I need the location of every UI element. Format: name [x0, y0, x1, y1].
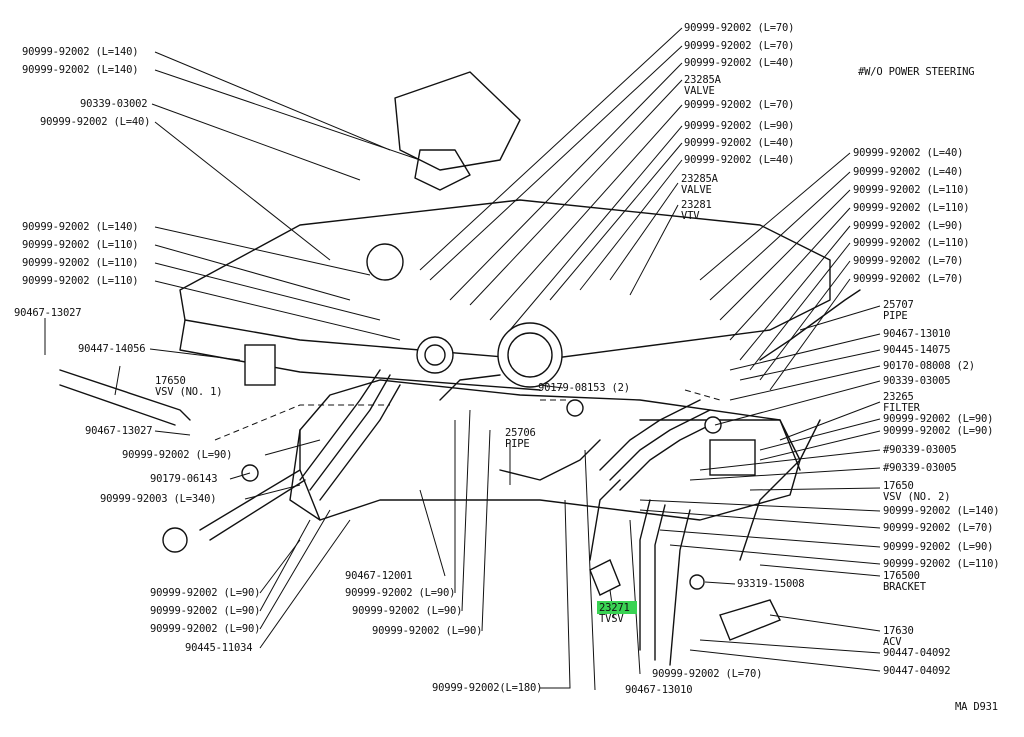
callout-label: 90999-92002 (L=110) — [853, 202, 969, 214]
callout-label: 90999-92002 (L=70) — [853, 255, 963, 267]
callout-label: 90445-11034 — [185, 642, 252, 654]
callout-label: 90999-92002 (L=90) — [345, 587, 455, 599]
callout-label: ACV — [883, 636, 902, 648]
callout-label: 25707 — [883, 299, 914, 311]
callout-label: VSV (NO. 2) — [883, 491, 950, 503]
callout-label: 17650 — [883, 480, 914, 492]
callout-label: 90999-92002 (L=70) — [652, 668, 762, 680]
callout-label: 23285A — [684, 74, 722, 86]
callout-label: 90179-08153 (2) — [538, 382, 630, 394]
callout-label: VTV — [681, 210, 700, 222]
callout-label: 90999-92002 (L=70) — [684, 40, 794, 52]
callout-label: BRACKET — [883, 581, 927, 593]
callout-label: 90170-08008 (2) — [883, 360, 975, 372]
callout-label: 90999-92002 (L=110) — [22, 257, 138, 269]
callout-label: 93319-15008 — [737, 578, 804, 590]
bottom-callouts: 90999-92002 (L=90) 90999-92002 (L=90) 90… — [150, 570, 762, 696]
callout-label: 90999-92002 (L=90) — [352, 605, 462, 617]
highlight-marker — [597, 601, 637, 614]
callout-label: 90999-92002 (L=40) — [684, 154, 794, 166]
callout-label: 90999-92002 (L=40) — [684, 57, 794, 69]
callout-label: 90999-92002 (L=110) — [22, 239, 138, 251]
callout-label: 90999-92002 (L=110) — [883, 558, 999, 570]
callout-label: 90467-12001 — [345, 570, 412, 582]
callout-label: 90467-13027 — [85, 425, 152, 437]
callout-label: 23265 — [883, 391, 914, 403]
callout-label-highlighted: 23271 — [599, 602, 630, 614]
callout-label: VALVE — [684, 85, 715, 97]
callout-label: 90467-13010 — [883, 328, 950, 340]
callout-label: 90339-03005 — [883, 375, 950, 387]
callout-label: 23285A — [681, 173, 719, 185]
callout-label: 90999-92002 (L=110) — [853, 237, 969, 249]
callout-label: 25706 — [505, 427, 536, 439]
callout-label: 90447-04092 — [883, 647, 950, 659]
callout-label: 90467-13010 — [625, 684, 692, 696]
callout-label: 90999-92002 (L=90) — [883, 541, 993, 553]
callout-label: 17630 — [883, 625, 914, 637]
left-callouts: 90999-92002 (L=140) 90999-92002 (L=140) … — [14, 46, 232, 505]
callout-label: 90999-92002 (L=110) — [22, 275, 138, 287]
callout-label: 90179-06143 — [150, 473, 217, 485]
callout-label: 90999-92003 (L=340) — [100, 493, 216, 505]
callout-label: PIPE — [505, 438, 530, 450]
callout-label: VSV (NO. 1) — [155, 386, 222, 398]
callout-label: 17650 — [155, 375, 186, 387]
leader-lines — [44, 27, 881, 691]
callout-label: 90999-92002 (L=140) — [22, 46, 138, 58]
engine-drawing — [59, 71, 861, 666]
callout-label: 90339-03002 — [80, 98, 147, 110]
callout-label: 90999-92002 (L=140) — [22, 221, 138, 233]
callout-label: 90999-92002 (L=110) — [853, 184, 969, 196]
callout-label: TVSV — [599, 613, 624, 625]
callout-label: #90339-03005 — [883, 444, 956, 456]
top-callouts: 90999-92002 (L=70) 90999-92002 (L=70) 90… — [681, 22, 794, 222]
callout-label: 90999-92002 (L=40) — [684, 137, 794, 149]
callout-label: 90447-14056 — [78, 343, 145, 355]
center-callouts: 90179-08153 (2) 25706 PIPE 23271 TVSV — [505, 382, 630, 625]
callout-label: 90999-92002 (L=40) — [40, 116, 150, 128]
callout-label: 90999-92002 (L=90) — [150, 587, 260, 599]
callout-label: 90999-92002 (L=70) — [684, 22, 794, 34]
callout-label: 90999-92002 (L=90) — [150, 623, 260, 635]
callout-label: 90999-92002 (L=140) — [883, 505, 999, 517]
callout-label: 90447-04092 — [883, 665, 950, 677]
callout-label: FILTER — [883, 402, 921, 414]
ref-code: MA D931 — [955, 701, 998, 713]
callout-label: 90999-92002 (L=140) — [22, 64, 138, 76]
callout-label: 90467-13027 — [14, 307, 81, 319]
right-callouts: 90999-92002 (L=40) 90999-92002 (L=40) 90… — [737, 147, 1000, 677]
callout-label: 90999-92002 (L=70) — [853, 273, 963, 285]
callout-label: 90999-92002 (L=90) — [122, 449, 232, 461]
callout-label: VALVE — [681, 184, 712, 196]
callout-label: 23281 — [681, 199, 712, 211]
note-text: #W/O POWER STEERING — [858, 66, 974, 78]
callout-label: 90999-92002 (L=90) — [883, 413, 993, 425]
callout-label: 90999-92002(L=180) — [432, 682, 542, 694]
callout-label: 90999-92002 (L=90) — [853, 220, 963, 232]
callout-label: 90999-92002 (L=40) — [853, 166, 963, 178]
callout-label: 90999-92002 (L=90) — [883, 425, 993, 437]
callout-label: 90445-14075 — [883, 344, 950, 356]
callout-label: PIPE — [883, 310, 908, 322]
callout-label: 90999-92002 (L=90) — [372, 625, 482, 637]
callout-label: 90999-92002 (L=40) — [853, 147, 963, 159]
callout-label: #90339-03005 — [883, 462, 956, 474]
callout-label: 90999-92002 (L=70) — [883, 522, 993, 534]
callout-label: 90999-92002 (L=70) — [684, 99, 794, 111]
callout-label: 90999-92002 (L=90) — [684, 120, 794, 132]
callout-label: 176500 — [883, 570, 920, 582]
callout-label: 90999-92002 (L=90) — [150, 605, 260, 617]
